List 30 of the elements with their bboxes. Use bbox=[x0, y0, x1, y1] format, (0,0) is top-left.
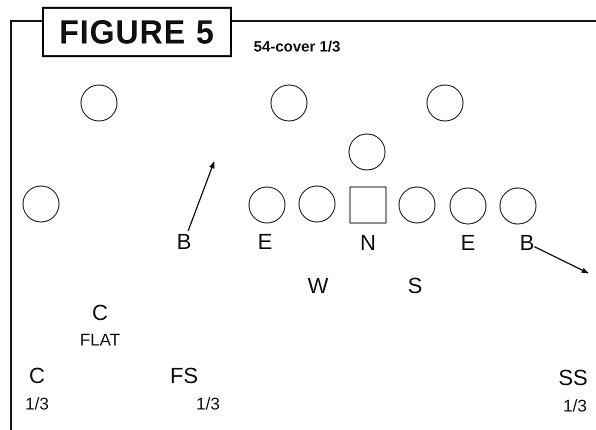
position-label: N bbox=[360, 232, 376, 254]
center-square bbox=[350, 186, 386, 224]
player-circle bbox=[348, 134, 386, 170]
player-letter: B bbox=[176, 231, 192, 253]
position-label: W bbox=[308, 275, 328, 297]
position-label: C bbox=[29, 365, 45, 387]
position-label: C bbox=[92, 302, 108, 324]
player-circle bbox=[500, 188, 536, 224]
route-arrow bbox=[188, 161, 215, 232]
player-circle bbox=[298, 186, 336, 222]
player-circle bbox=[398, 186, 436, 224]
subtitle: 54-cover 1/3 bbox=[254, 40, 340, 54]
player-circle bbox=[270, 84, 308, 122]
player-circle bbox=[450, 188, 486, 224]
route-arrow bbox=[534, 246, 589, 274]
position-label: FLAT bbox=[80, 332, 120, 348]
position-label: 1/3 bbox=[25, 396, 49, 412]
player-circle bbox=[22, 186, 60, 222]
position-label: E bbox=[258, 231, 272, 253]
position-label: SS bbox=[558, 367, 588, 389]
player-circle bbox=[248, 186, 286, 224]
position-label: S bbox=[408, 275, 422, 297]
position-label: 1/3 bbox=[563, 398, 587, 414]
figure-title: FIGURE 5 bbox=[42, 6, 232, 58]
player-letter: B bbox=[520, 232, 534, 254]
player-circle bbox=[426, 84, 464, 122]
player-circle bbox=[80, 84, 118, 122]
position-label: E bbox=[460, 232, 476, 254]
position-label: FS bbox=[170, 365, 198, 387]
position-label: 1/3 bbox=[196, 396, 220, 412]
